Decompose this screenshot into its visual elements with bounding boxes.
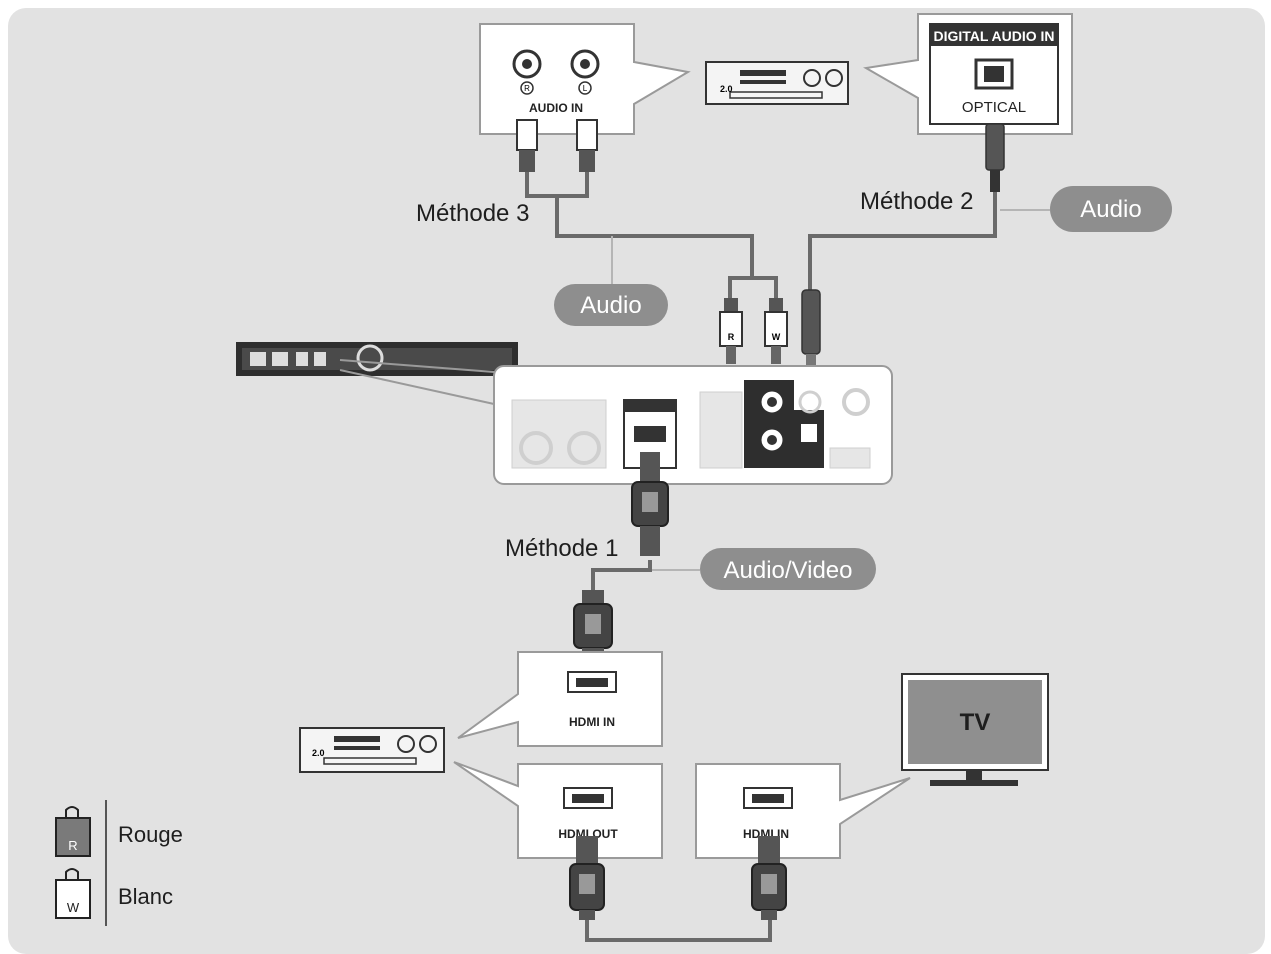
tv: TV	[901, 673, 1049, 786]
receiver-top-badge: 2.0	[720, 84, 733, 94]
legend-red-label: Rouge	[118, 822, 183, 847]
svg-text:Audio/Video: Audio/Video	[724, 557, 853, 584]
legend-white-plug: W	[55, 868, 91, 919]
zoom-lines	[339, 359, 495, 405]
optical-port	[974, 58, 1014, 90]
method-2-label: Méthode 2	[860, 188, 973, 215]
svg-text:R: R	[728, 332, 735, 342]
optical-label: OPTICAL	[962, 99, 1026, 116]
svg-text:Audio: Audio	[1080, 196, 1141, 223]
method-1-label: Méthode 1	[505, 535, 618, 562]
av-receiver-top: 2.0	[705, 61, 849, 105]
audio-in-label: AUDIO IN	[529, 101, 583, 115]
method-3-label: Méthode 3	[416, 200, 529, 227]
digital-audio-in-label: DIGITAL AUDIO IN	[933, 28, 1054, 44]
jack-l-letter: L	[583, 84, 588, 93]
hdmi-plug-player	[631, 452, 669, 556]
cables	[525, 170, 997, 942]
hdmi-in-callout-receiver: HDMI IN	[457, 651, 663, 747]
legend-white-letter: W	[67, 900, 80, 915]
rca-plug-red-top	[516, 119, 538, 172]
rca-plug-white-mid: W	[764, 298, 788, 364]
pill-audio-top: Audio	[1050, 186, 1172, 232]
hdmi-plug-tv-in	[751, 836, 787, 920]
receiver-bottom-badge: 2.0	[312, 748, 325, 758]
svg-text:Audio: Audio	[580, 292, 641, 319]
svg-text:W: W	[772, 332, 781, 342]
hdmi-in-callout-tv: HDMI IN	[695, 763, 911, 859]
tv-label: TV	[960, 709, 991, 736]
av-receiver-bottom: 2.0	[299, 727, 445, 773]
player-rear-panel	[493, 365, 893, 485]
legend-white-label: Blanc	[118, 884, 173, 909]
audio-in-callout: R L AUDIO IN	[479, 23, 691, 135]
pill-audio-mid: Audio	[554, 284, 668, 326]
hdmi-plug-receiver-out	[569, 836, 605, 920]
hdmi-out-label: HDMI OUT	[558, 827, 618, 841]
jack-r-letter: R	[524, 84, 530, 93]
optical-callout: DIGITAL AUDIO IN OPTICAL	[863, 13, 1073, 135]
legend: R Rouge W Blanc	[55, 800, 183, 926]
rca-plug-white-top	[576, 119, 598, 172]
optical-plug-top	[985, 123, 1005, 192]
rca-plug-red-mid: R	[719, 298, 743, 364]
receiver-hdmi-in-label: HDMI IN	[569, 715, 615, 729]
legend-red-plug: R	[55, 806, 91, 857]
leader-lines	[611, 209, 1050, 571]
pill-audio-video: Audio/Video	[700, 548, 876, 590]
legend-red-letter: R	[68, 838, 77, 853]
hdmi-out-callout: HDMI OUT	[453, 761, 663, 859]
